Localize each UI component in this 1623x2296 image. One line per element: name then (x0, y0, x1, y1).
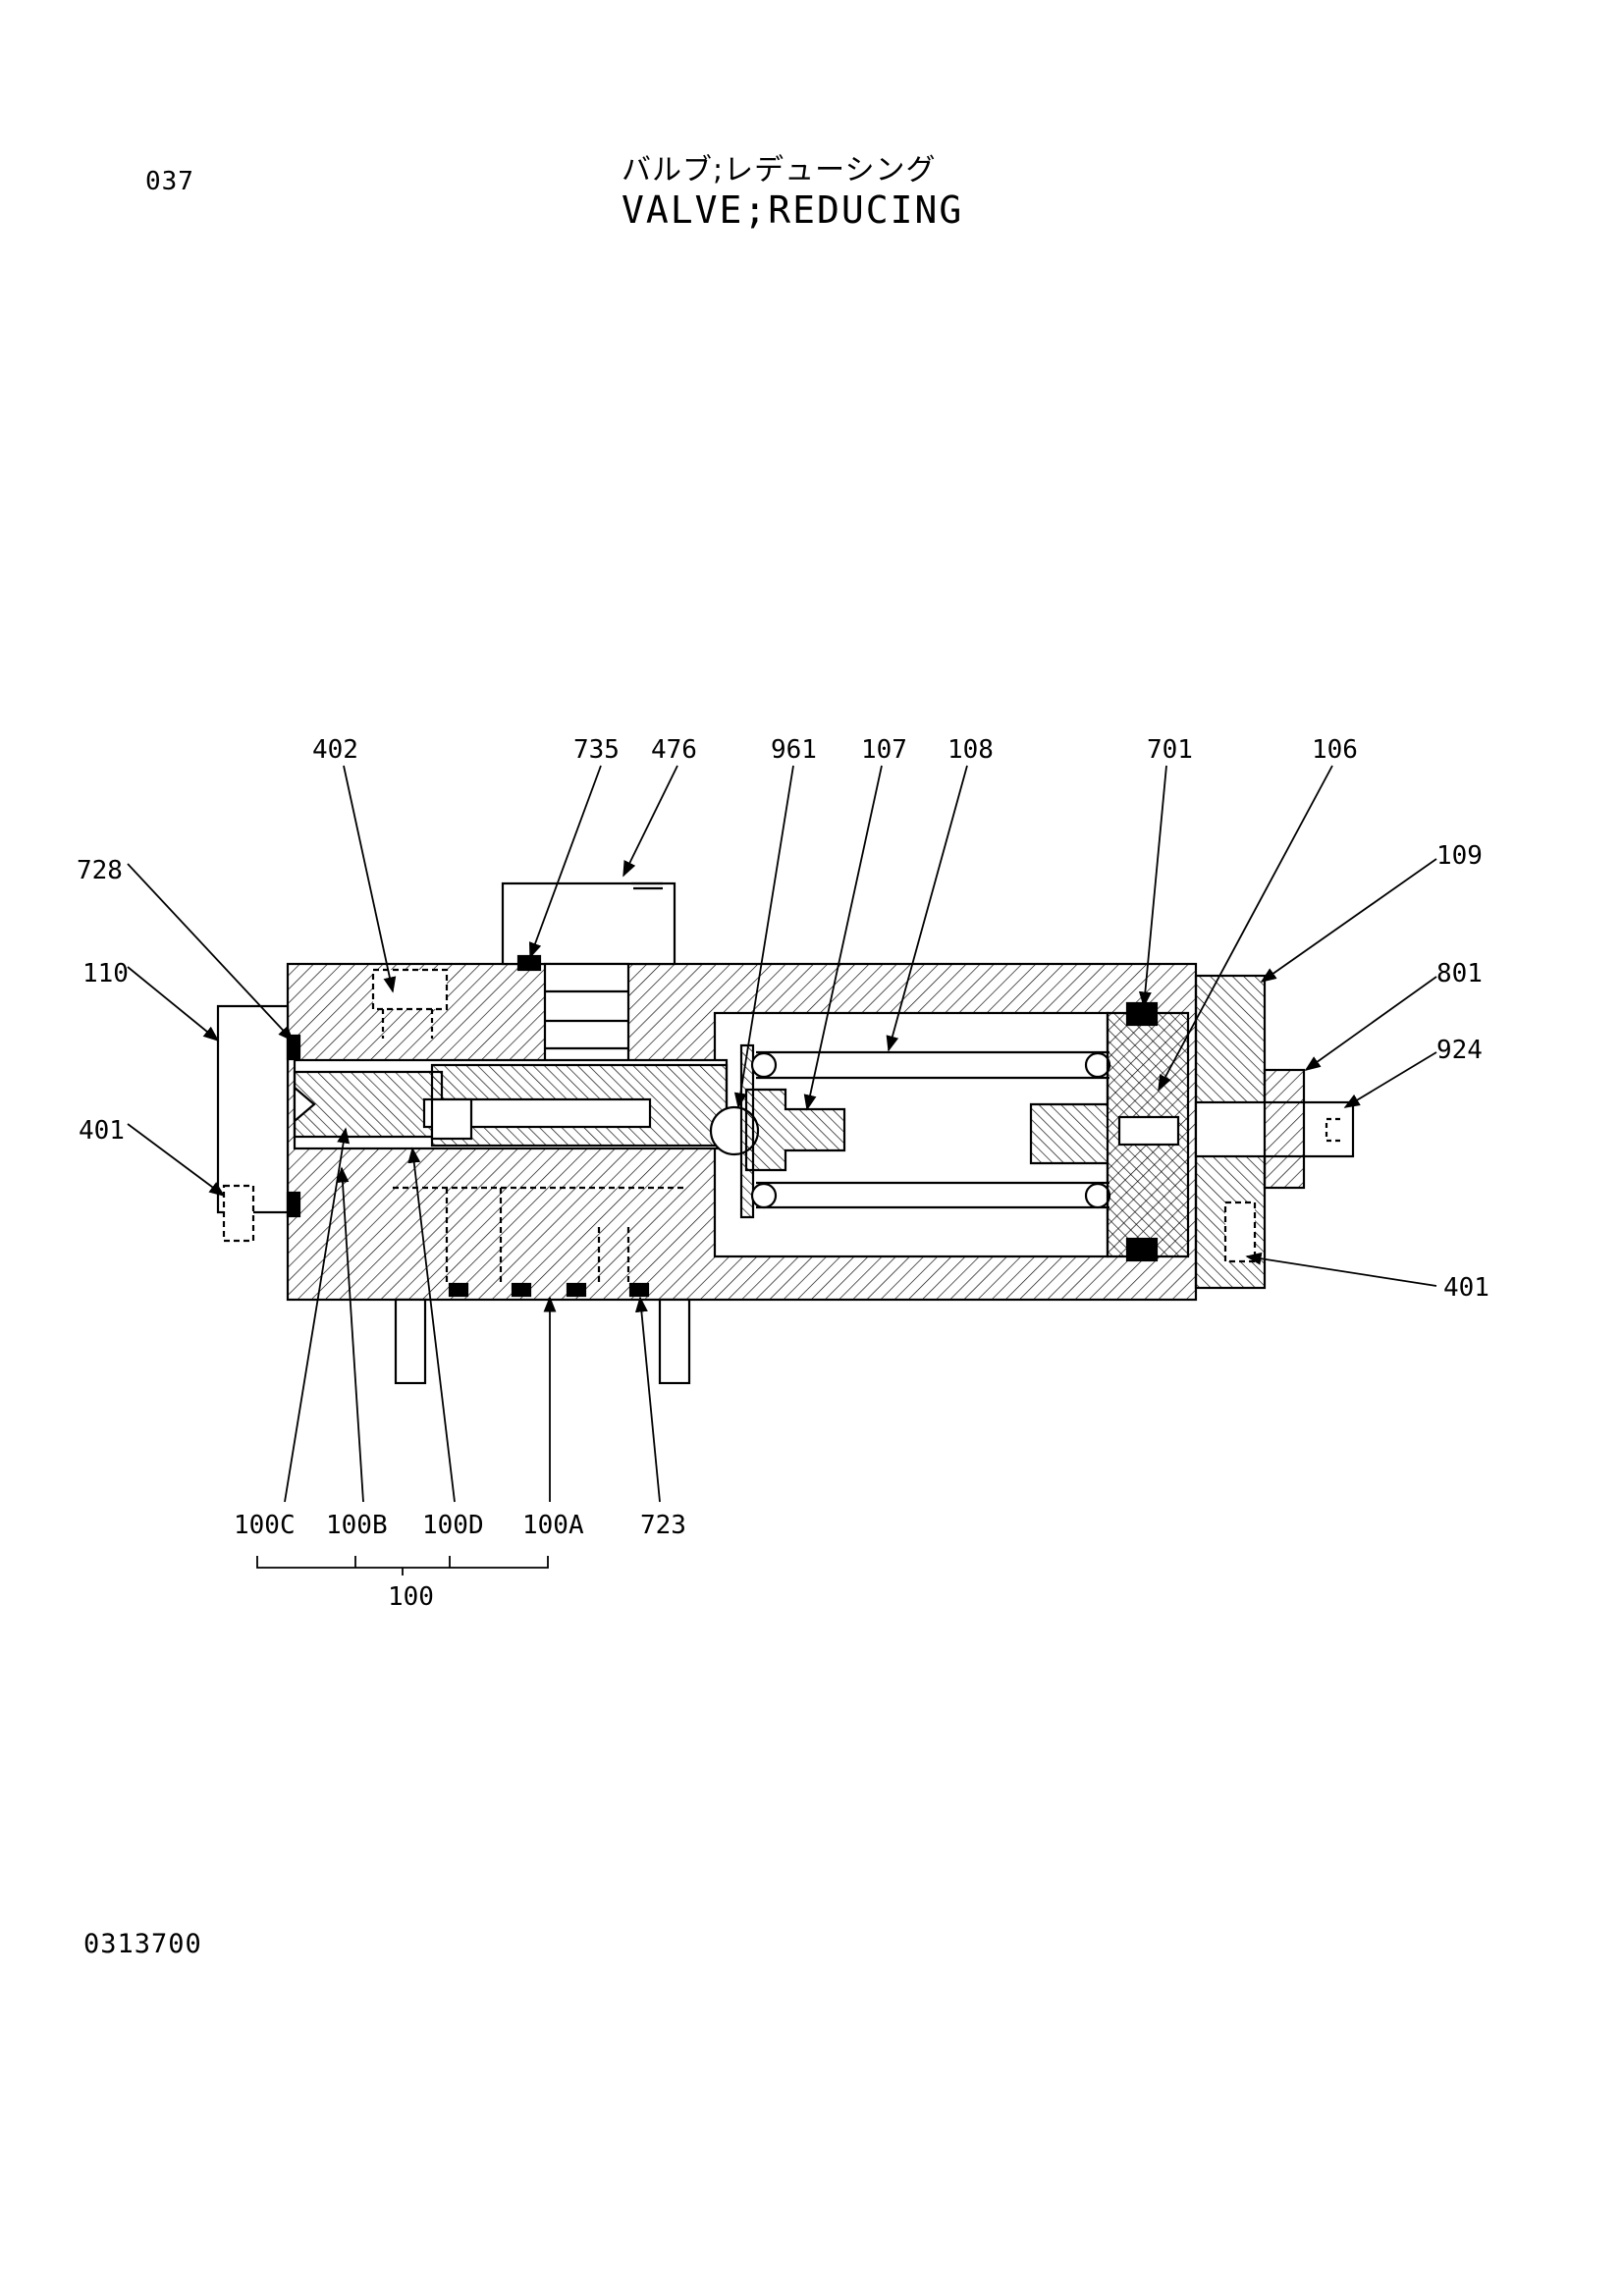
callout-100: 100 (388, 1582, 434, 1612)
callout-401-right: 401 (1443, 1273, 1489, 1303)
callout-476: 476 (651, 735, 697, 765)
title-english: VALVE;REDUCING (622, 188, 964, 232)
callout-924: 924 (1436, 1036, 1483, 1065)
callout-735: 735 (573, 735, 620, 765)
callout-801: 801 (1436, 959, 1483, 988)
callout-labels: 402 735 476 961 107 108 701 106 109 801 … (77, 735, 1489, 1612)
callout-961: 961 (771, 735, 817, 765)
title-japanese: バルブ;レデューシング (622, 153, 937, 187)
callout-108: 108 (947, 735, 994, 765)
callout-402: 402 (312, 735, 358, 765)
callout-109: 109 (1436, 841, 1483, 871)
leader-lines (127, 765, 1437, 1575)
page-number: 037 (145, 167, 194, 196)
callout-100B: 100B (326, 1511, 388, 1540)
callout-701: 701 (1147, 735, 1193, 765)
callout-728: 728 (77, 856, 123, 885)
callout-107: 107 (861, 735, 907, 765)
callout-401-left: 401 (79, 1116, 125, 1146)
drawing-number: 0313700 (83, 1929, 202, 1959)
callout-110: 110 (82, 959, 129, 988)
callout-100A: 100A (522, 1511, 584, 1540)
callout-106: 106 (1312, 735, 1358, 765)
callout-100D: 100D (422, 1511, 484, 1540)
callout-100C: 100C (234, 1511, 296, 1540)
valve-body-housing (216, 881, 1355, 1385)
callout-723: 723 (640, 1511, 686, 1540)
